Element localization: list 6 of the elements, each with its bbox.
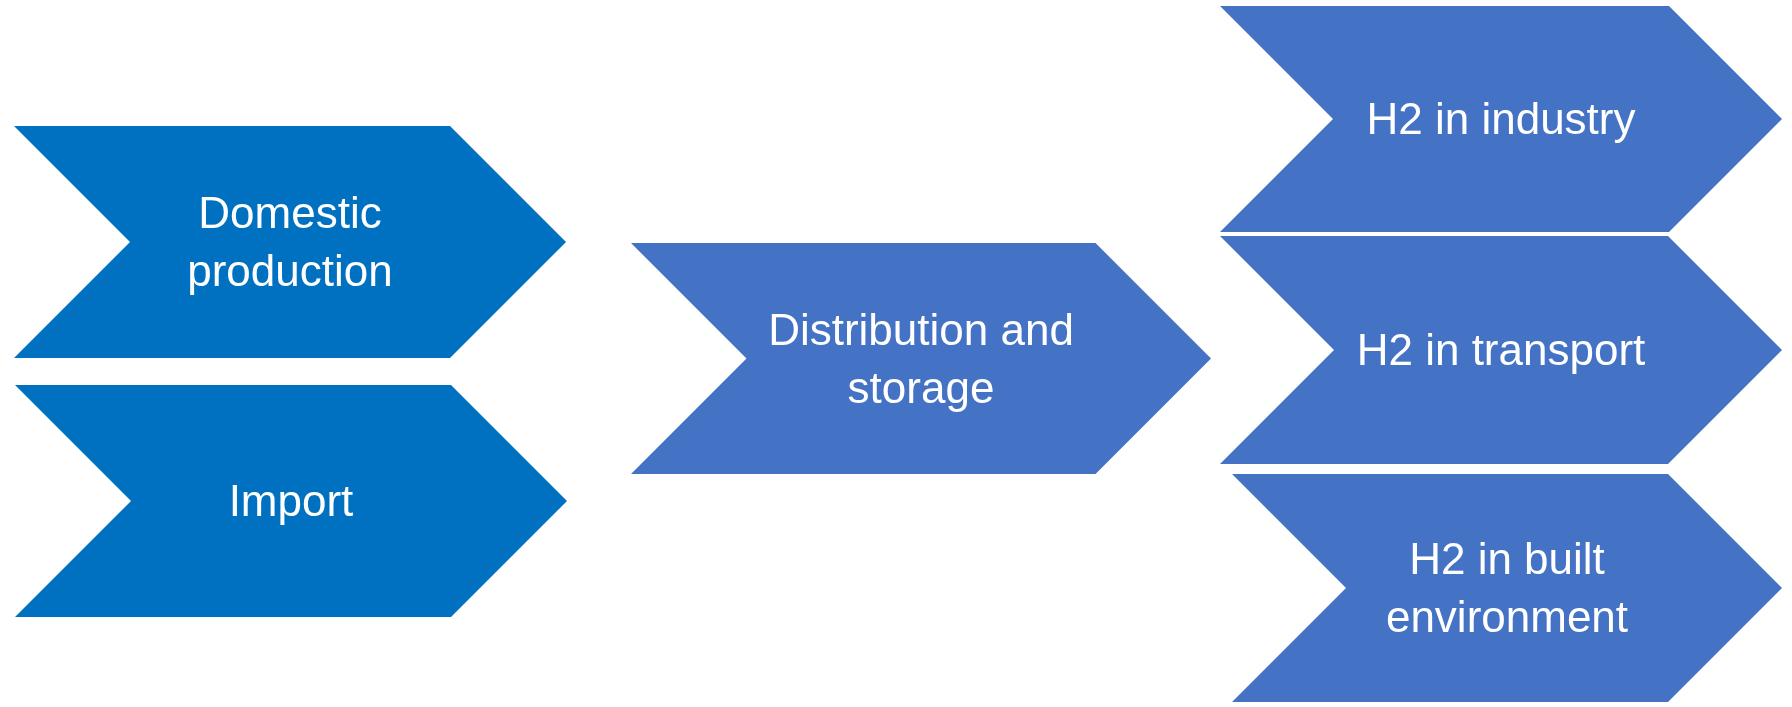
- step-label: Distribution and storage: [767, 303, 1075, 414]
- step-label: Domestic production: [186, 187, 394, 297]
- step-label: H2 in industry: [1366, 93, 1636, 145]
- step-label: H2 in built environment: [1384, 533, 1630, 643]
- step-label: Import: [228, 475, 354, 527]
- step-label: H2 in transport: [1356, 324, 1646, 376]
